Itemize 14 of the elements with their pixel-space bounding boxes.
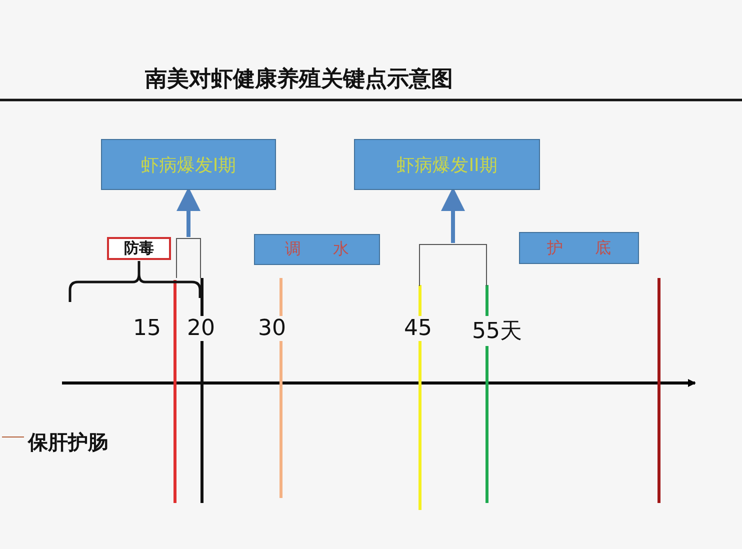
bracket — [176, 238, 201, 278]
task-box: 调 水 — [254, 234, 380, 265]
curly-brace — [68, 272, 202, 304]
day-label: 55天 — [472, 316, 522, 346]
phase-box: 虾病爆发I期 — [101, 139, 276, 190]
phase-box: 虾病爆发II期 — [354, 139, 540, 190]
title: 南美对虾健康养殖关键点示意图 — [145, 66, 453, 94]
bracket — [419, 244, 487, 286]
connector-line — [138, 261, 140, 274]
day-label: 20 — [187, 316, 215, 341]
task-box: 护 底 — [519, 232, 639, 264]
label-box: 防毒 — [107, 237, 171, 260]
day-label: 30 — [258, 316, 286, 341]
day-label: 45 — [404, 316, 432, 341]
